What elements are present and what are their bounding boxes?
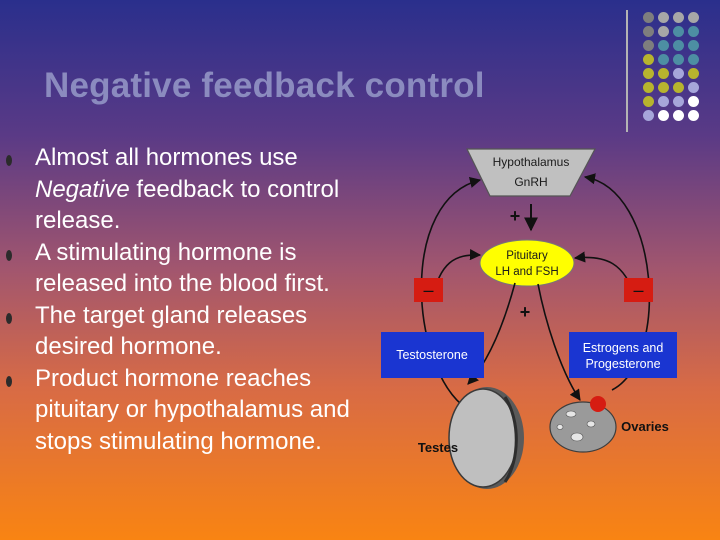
decor-dot bbox=[688, 26, 699, 37]
plus-sign-top: + bbox=[510, 206, 521, 226]
decor-dot bbox=[643, 110, 654, 121]
decor-dot bbox=[673, 110, 684, 121]
svg-text:–: – bbox=[633, 280, 643, 300]
testes-label: Testes bbox=[418, 440, 458, 455]
decor-dot bbox=[643, 12, 654, 23]
decor-dot bbox=[643, 26, 654, 37]
decor-dot bbox=[673, 12, 684, 23]
decor-dot bbox=[643, 96, 654, 107]
decor-dot bbox=[673, 96, 684, 107]
minus-box-right: – bbox=[624, 278, 653, 302]
decor-dot-grid bbox=[640, 10, 720, 130]
arrow-pituitary-to-ovaries bbox=[537, 283, 581, 401]
bullet-item: Almost all hormones use Negative feedbac… bbox=[0, 142, 400, 237]
decor-dot bbox=[688, 110, 699, 121]
estrogens-box: Estrogens and Progesterone bbox=[569, 332, 677, 378]
decor-dot bbox=[673, 40, 684, 51]
decor-dot bbox=[658, 26, 669, 37]
decor-dot bbox=[643, 40, 654, 51]
decor-dot bbox=[688, 96, 699, 107]
svg-text:–: – bbox=[423, 280, 433, 300]
bullet-item: Product hormone reaches pituitary or hyp… bbox=[0, 363, 400, 458]
decor-dot bbox=[658, 68, 669, 79]
decor-dot bbox=[643, 54, 654, 65]
decor-dot bbox=[688, 12, 699, 23]
decor-dot bbox=[673, 82, 684, 93]
decor-dot bbox=[688, 68, 699, 79]
decor-dot bbox=[688, 40, 699, 51]
bullet-item: The target gland releases desired hormon… bbox=[0, 300, 400, 363]
decor-dot bbox=[658, 40, 669, 51]
bullet-text: The target gland releases desired hormon… bbox=[35, 301, 308, 361]
bullet-dot-icon bbox=[6, 375, 12, 387]
bullet-dot-icon bbox=[6, 155, 12, 166]
pituitary-node: Pituitary LH and FSH bbox=[479, 239, 575, 287]
decor-dot bbox=[658, 82, 669, 93]
progesterone-label: Progesterone bbox=[585, 357, 660, 371]
minus-box-left: – bbox=[414, 278, 443, 302]
bullet-text: Product hormone reaches pituitary or hyp… bbox=[35, 364, 350, 455]
lh-fsh-label: LH and FSH bbox=[495, 266, 558, 278]
testosterone-label: Testosterone bbox=[396, 348, 468, 362]
decor-dot bbox=[643, 68, 654, 79]
bullet-text: Almost all hormones use Negative feedbac… bbox=[35, 144, 340, 234]
ovaries-label: Ovaries bbox=[621, 419, 669, 434]
plus-sign-middle: + bbox=[520, 302, 531, 322]
ovaries-organ bbox=[549, 396, 617, 453]
decor-dot bbox=[658, 54, 669, 65]
decor-dot bbox=[688, 82, 699, 93]
hypothalamus-label: Hypothalamus bbox=[493, 155, 570, 169]
decor-dot bbox=[673, 26, 684, 37]
bullet-text: A stimulating hormone is released into t… bbox=[35, 238, 330, 298]
decor-dot bbox=[658, 96, 669, 107]
testosterone-box: Testosterone bbox=[381, 332, 484, 378]
decor-divider-line bbox=[626, 10, 628, 132]
decor-dot bbox=[658, 12, 669, 23]
hypothalamus-node: Hypothalamus GnRH bbox=[466, 148, 596, 197]
testes-organ bbox=[448, 387, 524, 489]
bullet-dot-icon bbox=[6, 312, 12, 324]
decor-dot bbox=[658, 110, 669, 121]
decor-dot bbox=[643, 82, 654, 93]
bullet-item: A stimulating hormone is released into t… bbox=[0, 237, 400, 300]
decor-dot bbox=[673, 54, 684, 65]
bullet-list: Almost all hormones use Negative feedbac… bbox=[0, 142, 400, 457]
decor-dot bbox=[673, 68, 684, 79]
slide-title: Negative feedback control bbox=[44, 66, 485, 105]
bullet-dot-icon bbox=[6, 249, 12, 261]
pituitary-label: Pituitary bbox=[506, 250, 548, 262]
estrogens-label: Estrogens and bbox=[583, 341, 664, 355]
decor-dot bbox=[688, 54, 699, 65]
gnrh-label: GnRH bbox=[514, 175, 547, 189]
